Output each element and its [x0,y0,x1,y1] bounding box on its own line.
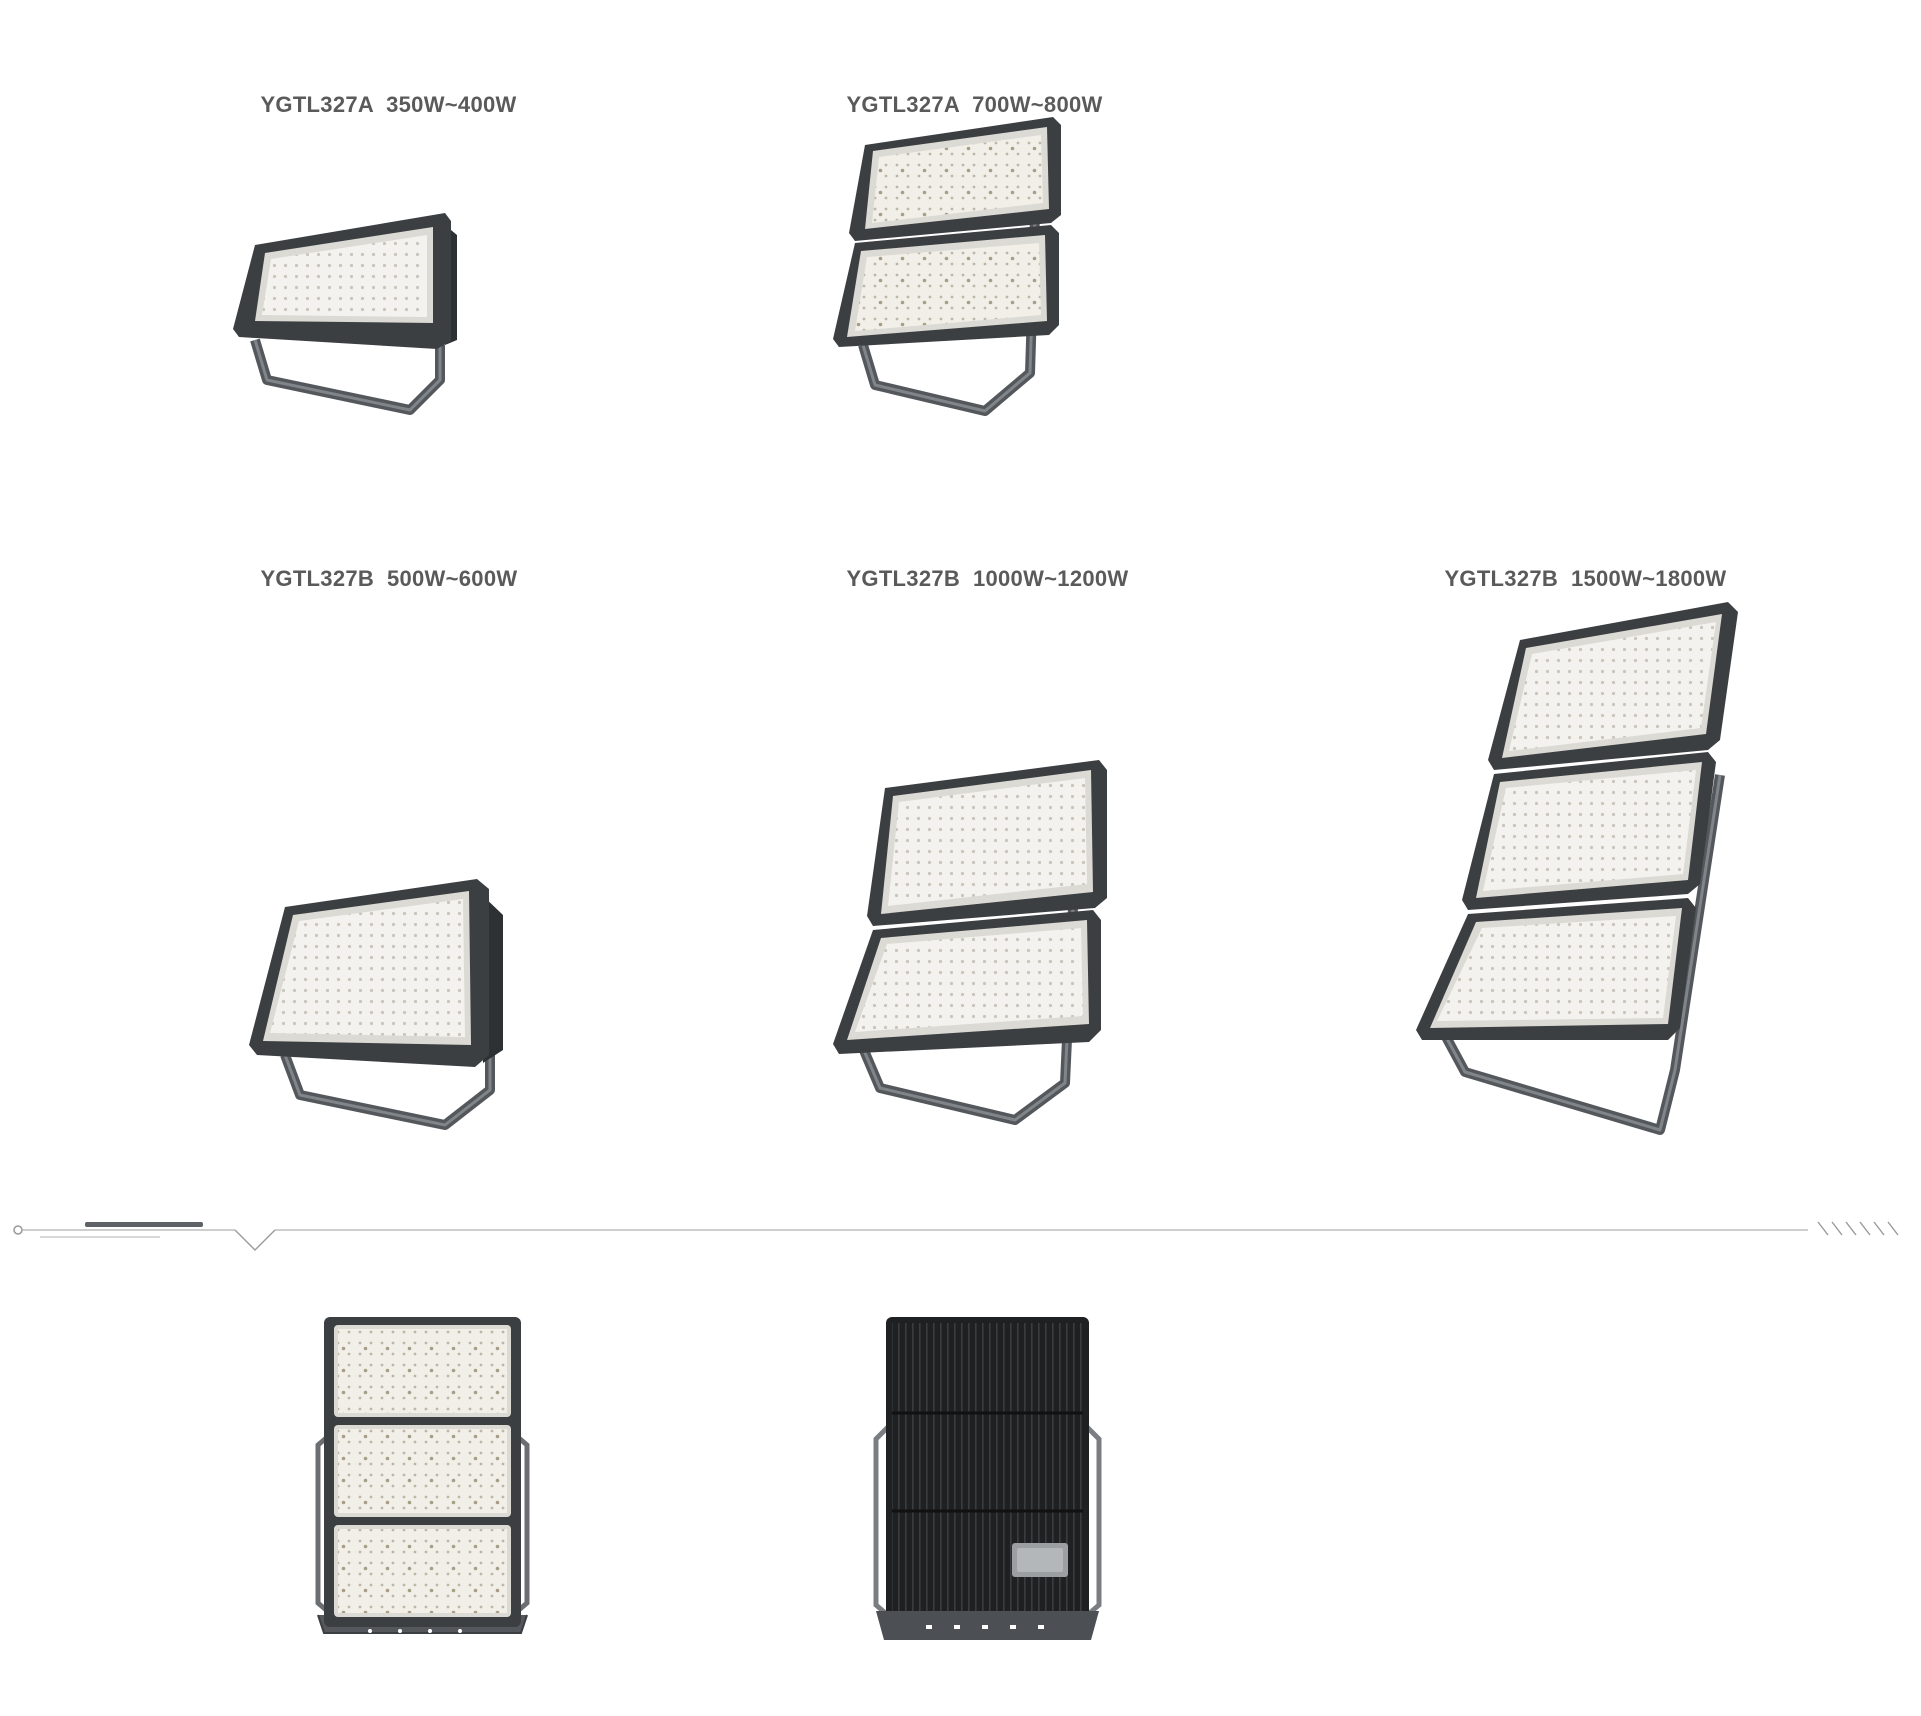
floodlight-700w-image [833,117,1061,416]
floodlight-350w-image [233,213,457,415]
floodlight-1000w-image [833,760,1107,1125]
power-range: 1500W~1800W [1570,566,1727,591]
power-range: 350W~400W [386,92,517,117]
floodlight-500w-image [249,879,503,1130]
model-name: YGTL327B [846,566,961,591]
floodlight-1500w-image [1416,602,1738,1135]
product-label-1: YGTL327A 350W~400W [248,66,517,118]
power-range: 500W~600W [386,566,518,591]
power-range: 700W~800W [972,92,1103,117]
floodlight-front-view-image [315,1317,530,1634]
product-label-3: YGTL327B 500W~600W [248,540,517,592]
model-name: YGTL327B [260,566,375,591]
model-name: YGTL327A [846,92,960,117]
floodlight-back-view-image [873,1317,1102,1640]
product-label-2: YGTL327A 700W~800W [834,66,1103,118]
model-name: YGTL327B [1444,566,1559,591]
model-name: YGTL327A [260,92,374,117]
product-label-5: YGTL327B 1500W~1800W [1432,540,1727,592]
product-label-4: YGTL327B 1000W~1200W [834,540,1129,592]
section-divider [13,1221,1899,1251]
power-range: 1000W~1200W [972,566,1129,591]
